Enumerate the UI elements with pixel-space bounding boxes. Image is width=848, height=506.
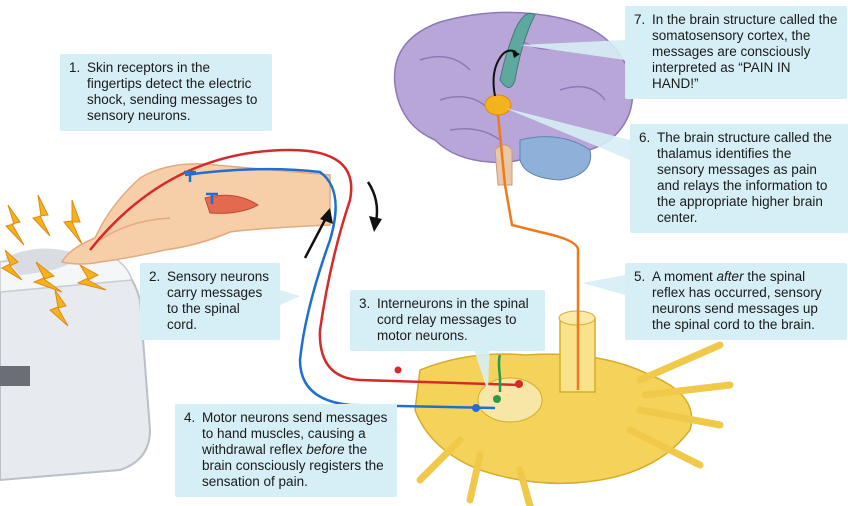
step-number: 6. bbox=[639, 130, 651, 145]
neural-pathways bbox=[89, 114, 580, 410]
callout-step-2: 2. Sensory neurons carry messages to the … bbox=[140, 263, 280, 340]
step-text: A moment bbox=[652, 269, 713, 284]
step-number: 2. bbox=[149, 269, 161, 284]
step-text: The brain structure called the thalamus … bbox=[657, 130, 832, 225]
arrow-down-icon bbox=[366, 181, 382, 232]
step-text: In the brain structure called the somato… bbox=[652, 12, 838, 91]
electric-shock-icon bbox=[0, 194, 107, 327]
callout-step-3: 3. Interneurons in the spinal cord relay … bbox=[350, 290, 545, 351]
step-text: Interneurons in the spinal cord relay me… bbox=[377, 296, 529, 343]
step-number: 1. bbox=[69, 60, 81, 75]
hand-illustration bbox=[60, 163, 331, 265]
callout-step-1: 1. Skin receptors in the fingertips detec… bbox=[60, 54, 272, 131]
step-number: 7. bbox=[634, 12, 646, 27]
step-text-continued: the brain consciously registers the sens… bbox=[202, 442, 384, 489]
step-text-emphasis: before bbox=[306, 442, 345, 457]
step-text-continued: the spinal reflex has occurred, sensory … bbox=[652, 269, 822, 332]
callout-step-7: 7. In the brain structure called the soma… bbox=[625, 6, 847, 99]
step-number: 3. bbox=[359, 296, 371, 311]
step-number: 4. bbox=[184, 410, 196, 425]
callout-step-4: 4. Motor neurons send messages to hand mu… bbox=[175, 404, 397, 497]
step-text: Motor neurons send messages to hand musc… bbox=[202, 410, 388, 457]
toaster-illustration bbox=[0, 248, 152, 482]
arrow-up-icon bbox=[303, 208, 333, 259]
step-text-emphasis: after bbox=[716, 269, 744, 284]
callout-pointers bbox=[280, 40, 630, 392]
callout-step-5: 5. A moment after the spinal reflex has o… bbox=[625, 263, 847, 340]
step-text: Skin receptors in the fingertips detect … bbox=[87, 60, 258, 123]
brain-illustration bbox=[393, 11, 634, 186]
callout-step-6: 6. The brain structure called the thalamu… bbox=[630, 124, 848, 233]
step-text: Sensory neurons carry messages to the sp… bbox=[167, 269, 270, 332]
step-number: 5. bbox=[634, 269, 646, 284]
